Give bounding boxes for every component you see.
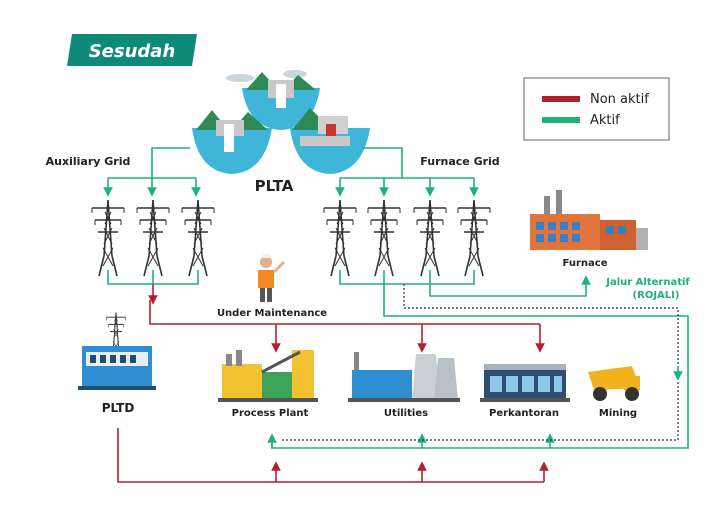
legend: Non aktif Aktif [523,77,670,141]
furnace-grid-label: Furnace Grid [420,155,499,168]
furnace-collector [267,270,689,449]
utilities-label: Utilities [384,408,428,419]
auxiliary-grid-feed [103,147,201,197]
badge-title: Sesudah [89,41,176,62]
utilities-illustration [348,352,460,402]
legend-label-inactive: Non aktif [590,92,649,107]
perkantoran-illustration [480,364,570,402]
alternative-route-dotted [282,284,679,441]
legend-label-active: Aktif [590,113,620,128]
pltd-label: PLTD [102,401,135,415]
legend-swatch-active [542,117,580,123]
furnace-tower-2 [367,199,401,277]
pltd-illustration [78,311,156,390]
perkantoran-label: Perkantoran [489,408,559,419]
process-plant-label: Process Plant [232,408,309,419]
furnace-grid-feed [335,147,479,197]
jalur-alternatif-label: Jalur Alternatif [605,277,690,288]
pltd-distribution [117,428,549,483]
plta-label: PLTA [255,177,294,195]
auxiliary-collector [107,270,199,305]
auxiliary-tower-3 [181,199,215,277]
furnace-tower-4 [457,199,491,277]
mining-label: Mining [599,408,637,419]
furnace-label: Furnace [563,258,608,269]
sesudah-badge: Sesudah [67,34,197,66]
auxiliary-tower-2 [136,199,170,277]
under-maintenance-label: Under Maintenance [217,308,327,319]
maintenance-worker-illustration [258,254,286,302]
auxiliary-grid-label: Auxiliary Grid [46,155,131,168]
furnace-factory-illustration [530,190,648,250]
furnace-tower-1 [323,199,357,277]
inactive-distribution [149,300,545,353]
rojali-label: (ROJALI) [633,290,680,301]
furnace-tower-3 [413,199,447,277]
process-plant-illustration [218,350,318,402]
plta-hydro-illustration [192,70,370,174]
auxiliary-tower-1 [91,199,125,277]
mining-truck-illustration [588,366,640,401]
legend-swatch-inactive [542,96,580,102]
